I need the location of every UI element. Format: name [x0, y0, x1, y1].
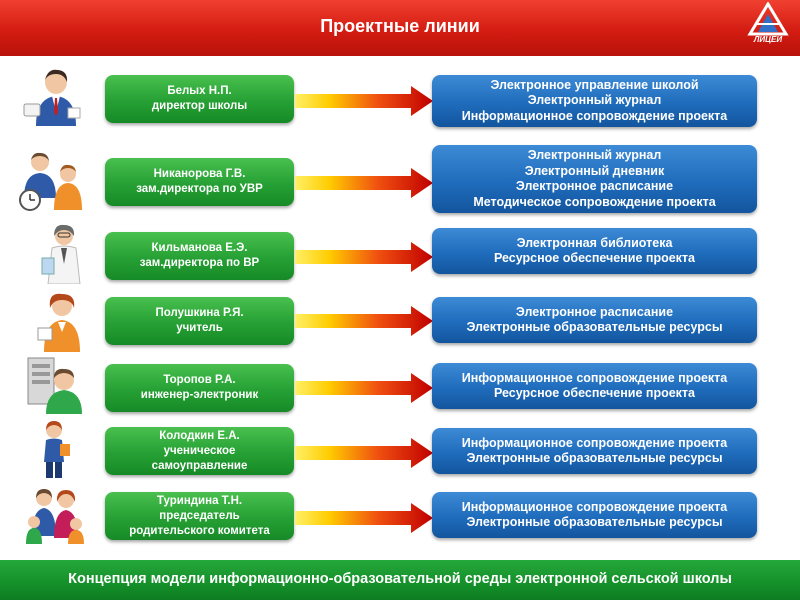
- person-box: Кильманова Е.Э. зам.директора по ВР: [105, 232, 294, 280]
- task-item: Электронные образовательные ресурсы: [466, 515, 723, 529]
- arrow: [295, 438, 433, 468]
- person-box: Колодкин Е.А. ученическое самоуправление: [105, 427, 294, 475]
- task-item: Ресурсное обеспечение проекта: [493, 386, 695, 400]
- task-item: Информационное сопровождение проекта: [461, 370, 728, 385]
- person-role: директор школы: [151, 100, 248, 112]
- arrow: [295, 168, 433, 198]
- person-name: Кильманова Е.Э.: [151, 242, 248, 254]
- task-item: Информационное сопровождение проекта: [461, 108, 728, 123]
- task-item: Ресурсное обеспечение проекта: [493, 251, 695, 265]
- task-item: Методическое сопровождение проекта: [473, 194, 716, 209]
- task-item: Электронное расписание: [515, 179, 674, 193]
- person-role: ученическое: [163, 444, 236, 457]
- person-role: самоуправление: [151, 459, 248, 472]
- task-item: Информационное сопровождение проекта: [461, 435, 728, 450]
- page-title: Проектные линии: [320, 16, 480, 36]
- task-item: Электронные образовательные ресурсы: [466, 320, 723, 334]
- arrow: [295, 373, 433, 403]
- task-item: Электронное управление школой: [490, 77, 699, 92]
- person-box: Торопов Р.А. инженер-электроник: [105, 364, 294, 412]
- task-item: Электронные образовательные ресурсы: [466, 451, 723, 465]
- woman-in-white-coat-icon: [18, 224, 88, 285]
- arrow: [295, 306, 433, 336]
- header-bar: Проектные линии ЛИЦЕЙ: [0, 0, 800, 56]
- teacher-with-student-icon: [18, 152, 88, 212]
- footer-caption: Концепция модели информационно-образоват…: [68, 571, 732, 587]
- task-item: Электронная библиотека: [516, 235, 673, 250]
- task-box: Электронное управление школой Электронны…: [432, 75, 757, 127]
- task-box: Электронный журнал Электронный дневник Э…: [432, 145, 757, 213]
- task-item: Электронный журнал: [527, 93, 662, 108]
- task-box: Информационное сопровождение проекта Эле…: [432, 492, 757, 538]
- family-icon: [18, 486, 88, 546]
- person-name: Туриндина Т.Н.: [156, 494, 243, 507]
- arrow: [295, 86, 433, 116]
- person-box: Никанорова Г.В. зам.директора по УВР: [105, 158, 294, 206]
- student-icon: [18, 420, 88, 480]
- logo-text: ЛИЦЕЙ: [753, 35, 783, 44]
- task-box: Информационное сопровождение проекта Рес…: [432, 363, 757, 409]
- person-name: Никанорова Г.В.: [153, 168, 246, 180]
- person-role: зам.директора по УВР: [136, 183, 263, 195]
- footer-bar: Концепция модели информационно-образоват…: [0, 560, 800, 600]
- person-box: Туриндина Т.Н. председатель родительског…: [105, 492, 294, 540]
- person-box: Белых Н.П. директор школы: [105, 75, 294, 123]
- arrow: [295, 503, 433, 533]
- logo: ЛИЦЕЙ: [746, 1, 790, 44]
- person-role: учитель: [176, 322, 223, 334]
- person-role: зам.директора по ВР: [139, 257, 260, 269]
- task-box: Электронная библиотека Ресурсное обеспеч…: [432, 228, 757, 274]
- task-item: Электронное расписание: [515, 304, 674, 319]
- person-name: Полушкина Р.Я.: [155, 307, 244, 319]
- person-role: инженер-электроник: [140, 389, 259, 401]
- task-box: Информационное сопровождение проекта Эле…: [432, 428, 757, 474]
- businessman-icon: [18, 68, 88, 128]
- teacher-icon: [18, 292, 88, 352]
- task-item: Электронный дневник: [524, 163, 665, 178]
- task-box: Электронное расписание Электронные образ…: [432, 297, 757, 343]
- person-box: Полушкина Р.Я. учитель: [105, 297, 294, 345]
- task-item: Информационное сопровождение проекта: [461, 499, 728, 514]
- engineer-with-server-icon: [18, 354, 88, 414]
- person-name: Торопов Р.А.: [163, 374, 236, 386]
- person-role: родительского комитета: [129, 524, 270, 537]
- person-name: Колодкин Е.А.: [159, 429, 240, 442]
- arrow: [295, 242, 433, 272]
- task-item: Электронный журнал: [527, 148, 662, 162]
- person-role: председатель: [159, 509, 240, 522]
- person-name: Белых Н.П.: [167, 85, 232, 97]
